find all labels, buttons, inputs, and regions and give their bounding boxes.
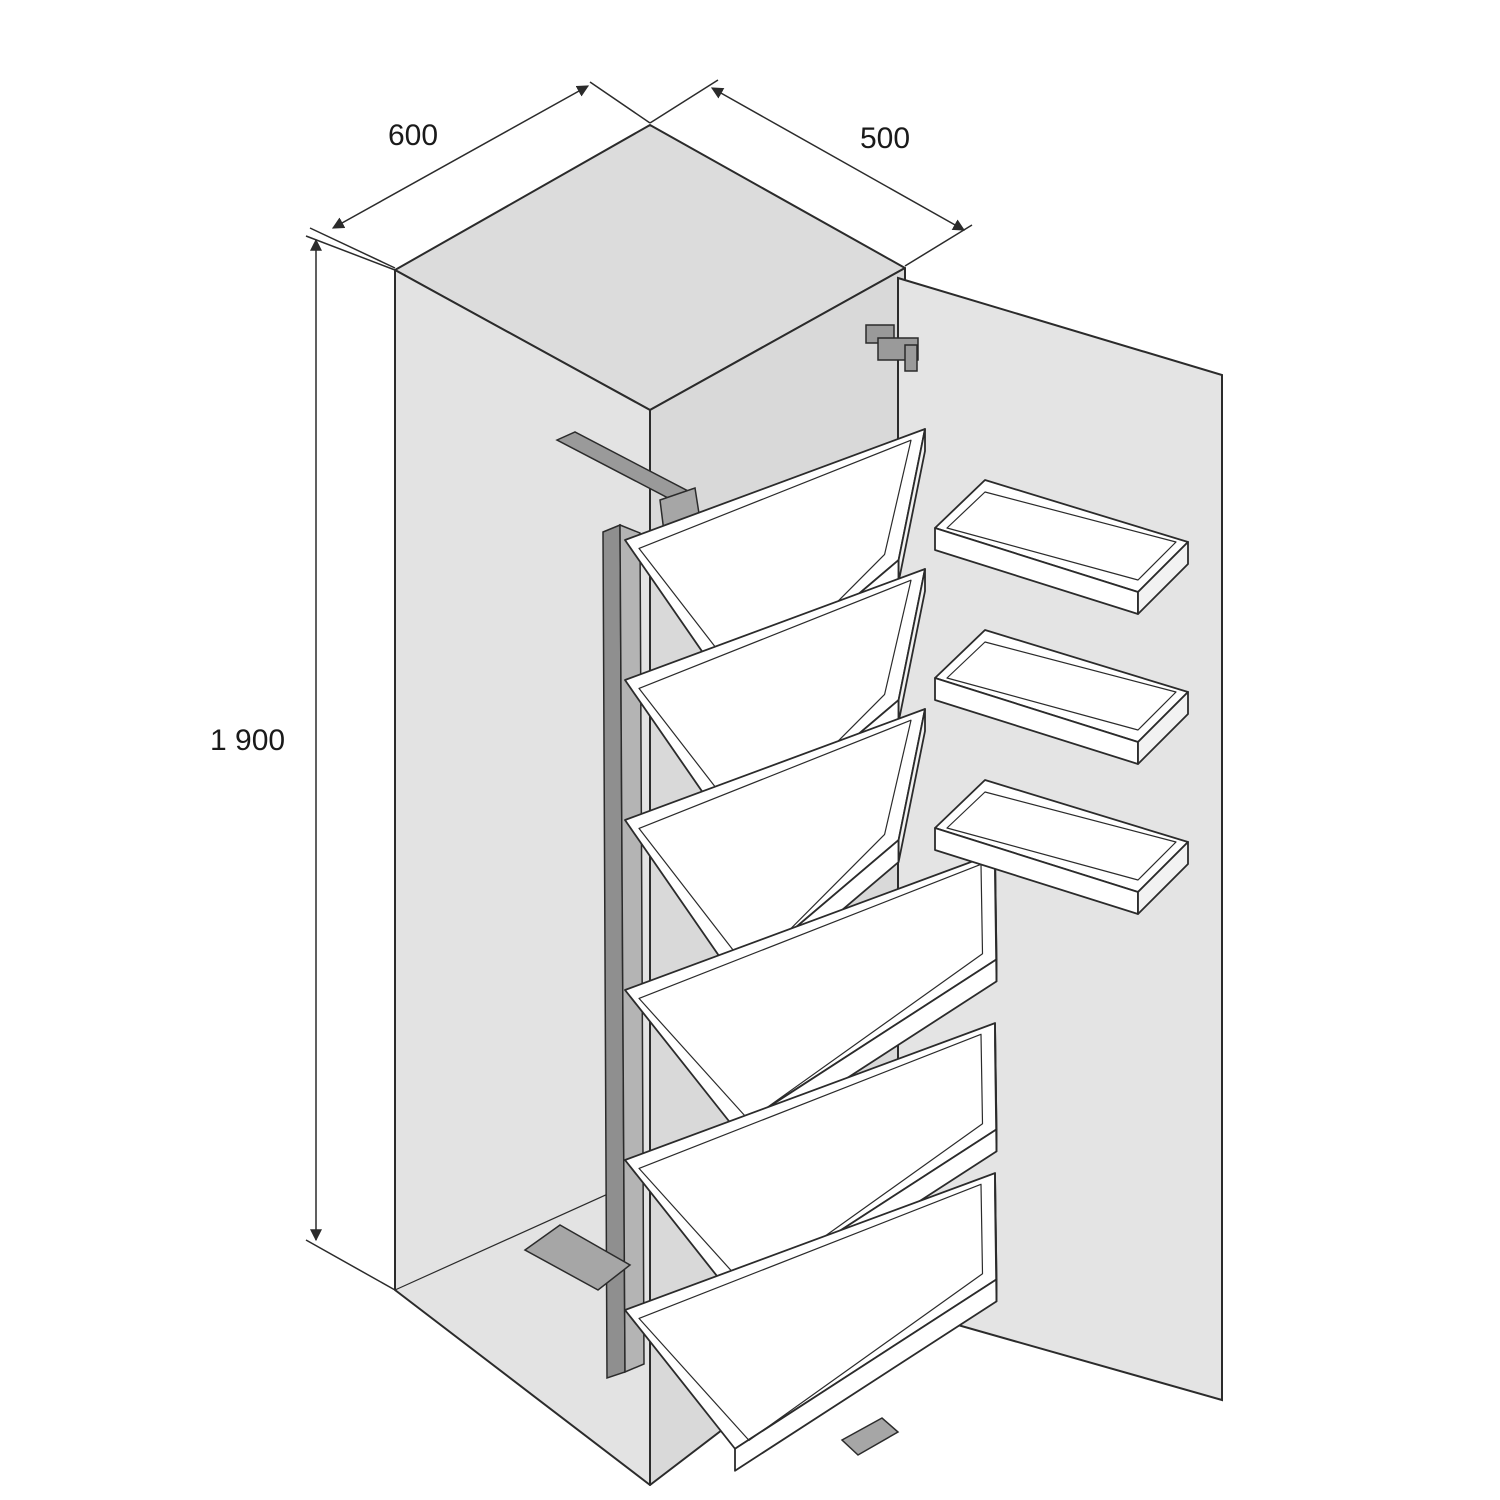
bottom-runner: [523, 1224, 632, 1291]
dimension-lines: [305, 79, 973, 1291]
door-hinge: [865, 324, 919, 372]
front-runner: [840, 1417, 900, 1456]
depth-dimension-line: [710, 87, 966, 231]
width-label: 600: [388, 119, 438, 152]
door-tray: [934, 629, 1189, 765]
door-tray: [934, 479, 1189, 615]
door-tray: [934, 779, 1189, 915]
depth-label: 500: [860, 122, 910, 155]
shelf-tray: [624, 1172, 998, 1472]
door-trays: [934, 479, 1189, 915]
width-dimension-line: [331, 85, 590, 229]
shelf-trays: [624, 428, 998, 1472]
height-label: 1 900: [210, 724, 285, 757]
frame-upright-face: [619, 523, 645, 1374]
